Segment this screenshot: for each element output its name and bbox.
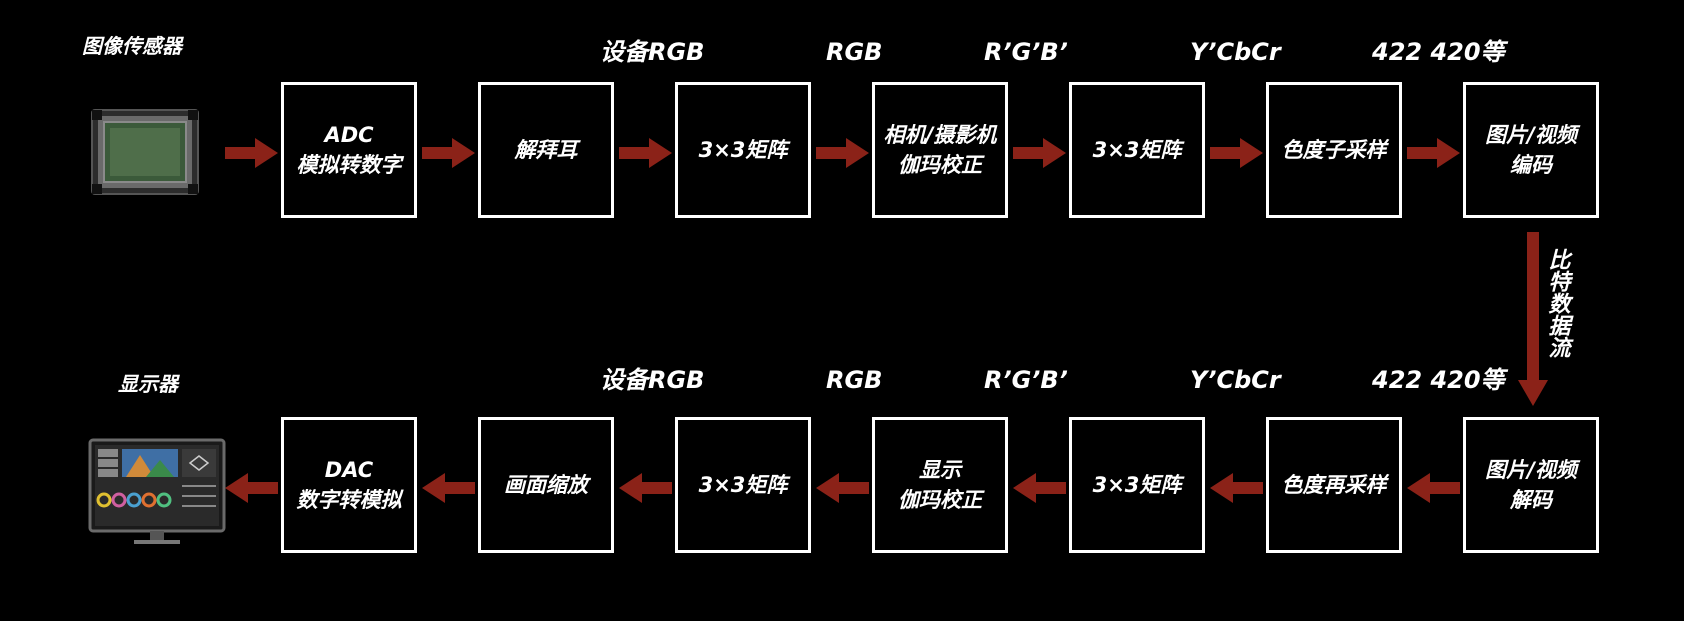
arrow-right bbox=[816, 138, 869, 168]
bottom-label-ycbcr: Y’CbCr bbox=[1190, 366, 1281, 394]
top-label-device-rgb: 设备RGB bbox=[600, 38, 705, 66]
top-arrows bbox=[225, 138, 1460, 168]
arrow-right bbox=[619, 138, 672, 168]
arrow-left bbox=[1210, 473, 1263, 503]
arrow-left bbox=[225, 473, 278, 503]
bottom-label-device-rgb: 设备RGB bbox=[600, 366, 705, 394]
monitor-icon bbox=[88, 438, 226, 544]
box-line: 相机/摄影机 bbox=[883, 123, 997, 147]
arrow-right bbox=[225, 138, 278, 168]
matrix-box: 3×3矩阵 bbox=[675, 417, 811, 553]
matrix-box: 3×3矩阵 bbox=[1069, 82, 1205, 218]
display-gamma-box: 显示 伽玛校正 bbox=[872, 417, 1008, 553]
video-decode-box: 图片/视频 解码 bbox=[1463, 417, 1599, 553]
arrow-left bbox=[422, 473, 475, 503]
bottom-arrows bbox=[225, 473, 1460, 503]
bitstream-label: 比特数据流 bbox=[1537, 248, 1577, 365]
chroma-subsampling-box: 色度子采样 bbox=[1266, 82, 1402, 218]
bottom-label-rgb-prime: R’G’B’ bbox=[984, 366, 1068, 394]
bitstream-label-text: 比特数据流 bbox=[1544, 248, 1570, 358]
arrow-down bbox=[1518, 232, 1548, 406]
box-line: 伽玛校正 bbox=[898, 153, 982, 177]
arrow-right bbox=[1013, 138, 1066, 168]
matrix-box: 3×3矩阵 bbox=[1069, 417, 1205, 553]
debayer-box: 解拜耳 bbox=[478, 82, 614, 218]
box-line: 伽玛校正 bbox=[898, 488, 982, 512]
chroma-resampling-box: 色度再采样 bbox=[1266, 417, 1402, 553]
box-line: 数字转模拟 bbox=[296, 488, 402, 512]
matrix-box: 3×3矩阵 bbox=[675, 82, 811, 218]
box-line: ADC bbox=[324, 123, 374, 147]
arrow-right bbox=[1210, 138, 1263, 168]
adc-box: ADC 模拟转数字 bbox=[281, 82, 417, 218]
box-line: DAC bbox=[324, 458, 374, 482]
box-line: 解拜耳 bbox=[514, 138, 578, 162]
image-sensor-icon bbox=[91, 109, 199, 195]
top-label-ycbcr: Y’CbCr bbox=[1190, 38, 1281, 66]
box-line: 3×3矩阵 bbox=[1092, 473, 1182, 497]
box-line: 模拟转数字 bbox=[296, 153, 402, 177]
arrow-right bbox=[422, 138, 475, 168]
box-line: 色度子采样 bbox=[1281, 138, 1387, 162]
box-line: 图片/视频 bbox=[1485, 123, 1577, 147]
top-label-rgb: RGB bbox=[826, 38, 883, 66]
dac-box: DAC 数字转模拟 bbox=[281, 417, 417, 553]
arrow-left bbox=[816, 473, 869, 503]
box-line: 3×3矩阵 bbox=[698, 138, 788, 162]
arrow-right bbox=[1407, 138, 1460, 168]
arrow-left bbox=[1013, 473, 1066, 503]
box-line: 编码 bbox=[1510, 153, 1552, 177]
bottom-label-chroma-format: 422 420等 bbox=[1372, 366, 1505, 394]
scaling-box: 画面缩放 bbox=[478, 417, 614, 553]
image-sensor-label: 图像传感器 bbox=[82, 34, 182, 58]
box-line: 色度再采样 bbox=[1281, 473, 1387, 497]
box-line: 画面缩放 bbox=[504, 473, 588, 497]
box-line: 显示 bbox=[919, 458, 961, 482]
box-line: 图片/视频 bbox=[1485, 458, 1577, 482]
top-label-rgb-prime: R’G’B’ bbox=[984, 38, 1068, 66]
box-line: 解码 bbox=[1510, 488, 1552, 512]
camera-gamma-box: 相机/摄影机 伽玛校正 bbox=[872, 82, 1008, 218]
arrow-left bbox=[619, 473, 672, 503]
bottom-label-rgb: RGB bbox=[826, 366, 883, 394]
box-line: 3×3矩阵 bbox=[698, 473, 788, 497]
top-label-chroma-format: 422 420等 bbox=[1372, 38, 1505, 66]
arrow-left bbox=[1407, 473, 1460, 503]
video-encode-box: 图片/视频 编码 bbox=[1463, 82, 1599, 218]
monitor-label: 显示器 bbox=[118, 372, 178, 396]
box-line: 3×3矩阵 bbox=[1092, 138, 1182, 162]
